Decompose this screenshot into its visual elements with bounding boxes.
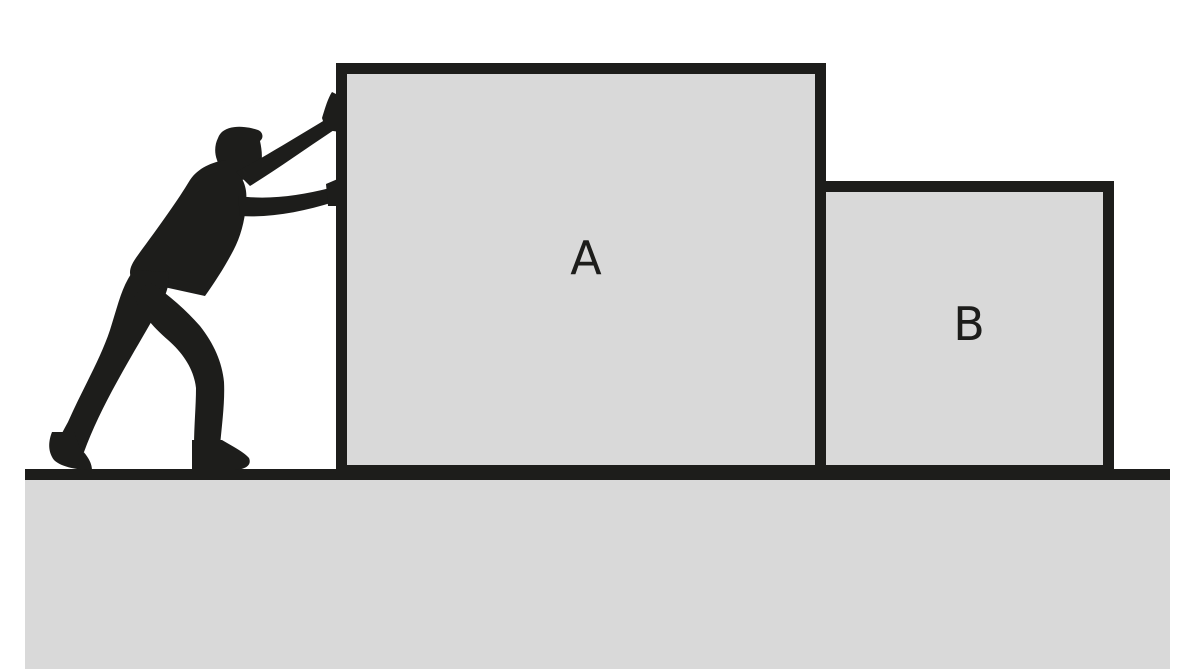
block-b <box>815 181 1114 476</box>
person-upper-hand <box>322 92 340 132</box>
person-upper-arm <box>236 118 334 186</box>
block-a <box>336 63 826 476</box>
person-back-leg <box>54 270 169 452</box>
person-lower-arm <box>238 188 334 217</box>
person-pushing-icon <box>49 92 340 470</box>
block-a-label: A <box>570 231 602 285</box>
person-back-foot <box>49 432 92 470</box>
block-b-label: B <box>953 297 985 351</box>
ground <box>25 474 1170 669</box>
person-front-foot <box>192 440 250 470</box>
person-torso <box>130 160 247 296</box>
person-lower-hand <box>326 178 340 206</box>
person-front-leg <box>134 282 225 446</box>
